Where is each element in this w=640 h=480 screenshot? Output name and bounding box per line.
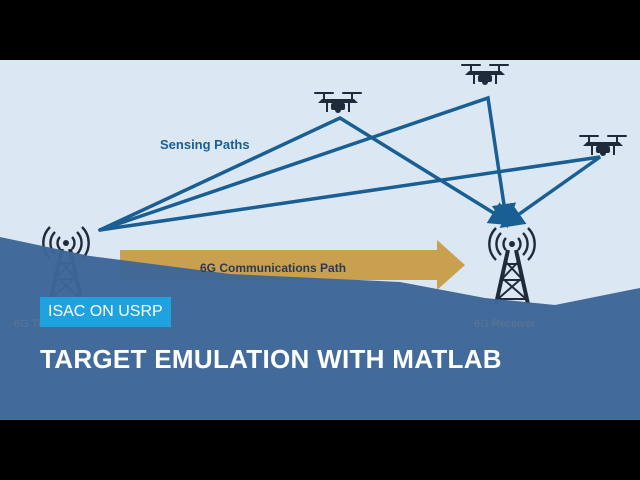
drone-icon: [461, 64, 509, 85]
communications-path-label: 6G Communications Path: [200, 261, 347, 275]
receiver-label: 6G Receiver: [474, 318, 536, 330]
receiver-tower-icon: [487, 226, 537, 306]
drone-icon: [314, 92, 362, 113]
sensing-paths: [98, 95, 602, 232]
isac-badge: ISAC ON USRP: [40, 297, 171, 327]
title-band: [0, 237, 640, 420]
sensing-paths-label: Sensing Paths: [160, 137, 250, 152]
drone-icon: [579, 135, 627, 156]
video-title: TARGET EMULATION WITH MATLAB: [40, 344, 502, 374]
video-frame: Sensing Paths 6G Communications Path 6G …: [0, 60, 640, 420]
scene-illustration: [0, 64, 640, 420]
